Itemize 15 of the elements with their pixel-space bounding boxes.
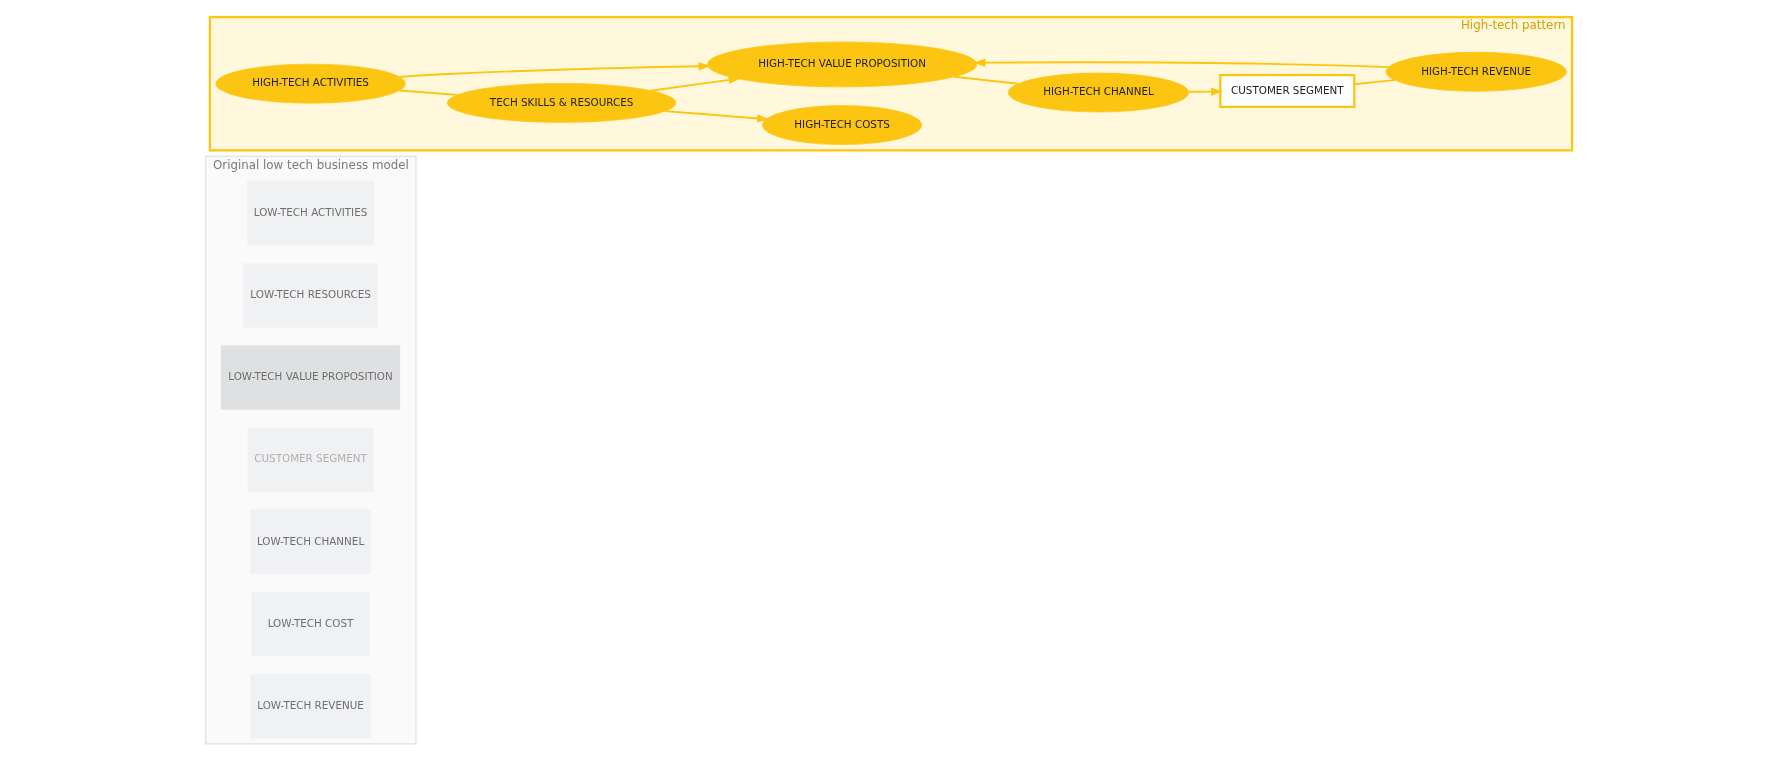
connector: [398, 89, 458, 96]
node-ellipse: HIGH-TECH CHANNEL: [1007, 72, 1189, 113]
node-ellipse: HIGH-TECH COSTS: [761, 105, 922, 145]
arrow: [649, 75, 741, 92]
node-box: LOW-TECH VALUE PROPOSITION: [220, 345, 400, 410]
connector: [1352, 79, 1396, 86]
node-ellipse: HIGH-TECH REVENUE: [1385, 51, 1567, 92]
node-ellipse: HIGH-TECH ACTIVITIES: [214, 63, 406, 104]
node-ellipse: TECH SKILLS & RESOURCES: [446, 83, 676, 123]
node-box: CUSTOMER SEGMENT: [1218, 74, 1355, 109]
arrow: [1187, 87, 1223, 96]
connector: [953, 75, 1019, 85]
arrow: [973, 58, 1389, 69]
arrow: [398, 62, 711, 78]
arrow: [663, 110, 769, 123]
